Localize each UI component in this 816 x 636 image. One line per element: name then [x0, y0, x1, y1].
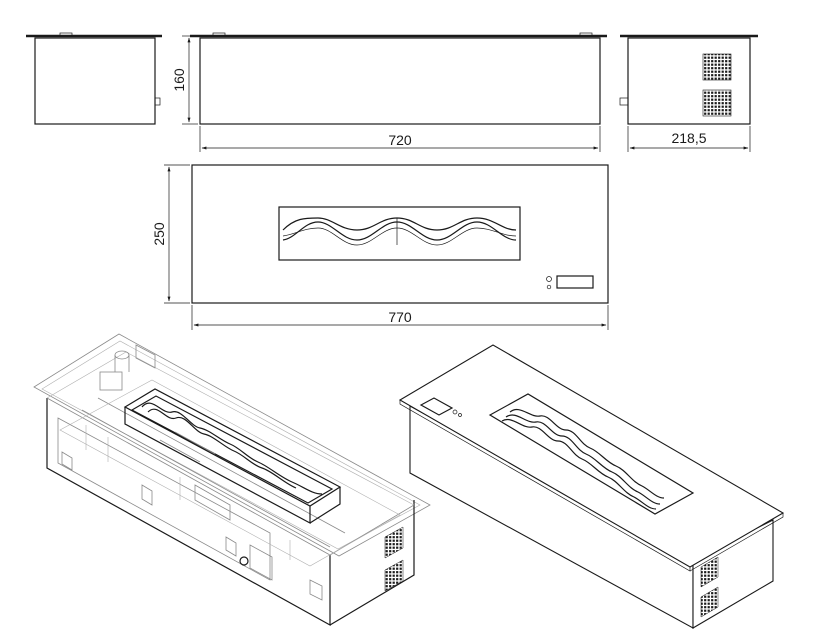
- iso-left-vent-upper: [384, 526, 404, 559]
- dimension-length-body: 720: [199, 126, 601, 152]
- dimension-depth-label: 218,5: [671, 130, 706, 146]
- iso-right-vent-lower: [700, 586, 719, 618]
- dimension-length-top: 770: [191, 305, 609, 330]
- iso-control-display: [419, 397, 454, 416]
- dimension-width-label: 250: [151, 222, 167, 246]
- isometric-transparent-view: [33, 333, 431, 627]
- iso-burner-opening: [488, 393, 695, 515]
- vent-grille-lower: [702, 89, 732, 117]
- dimension-length-body-label: 720: [388, 132, 412, 148]
- dimension-width: 250: [151, 164, 190, 304]
- vent-grille-upper: [702, 53, 732, 81]
- iso-right-vent-upper: [700, 556, 719, 588]
- top-view: [191, 164, 609, 304]
- dimension-depth: 218,5: [627, 126, 751, 152]
- dimension-height: 160: [171, 35, 198, 125]
- front-view: [190, 32, 607, 125]
- control-button-2: [546, 284, 552, 290]
- burner-opening-top: [278, 206, 521, 261]
- dimension-height-label: 160: [171, 68, 187, 92]
- iso-left-vent-lower: [384, 559, 404, 592]
- isometric-solid-view: [398, 344, 785, 629]
- control-button-1: [546, 276, 552, 282]
- side-view-right: [619, 34, 758, 125]
- dimension-length-top-label: 770: [388, 309, 412, 325]
- burner-wave-inner: [282, 221, 517, 241]
- control-display: [556, 275, 594, 289]
- side-view-left: [26, 32, 162, 125]
